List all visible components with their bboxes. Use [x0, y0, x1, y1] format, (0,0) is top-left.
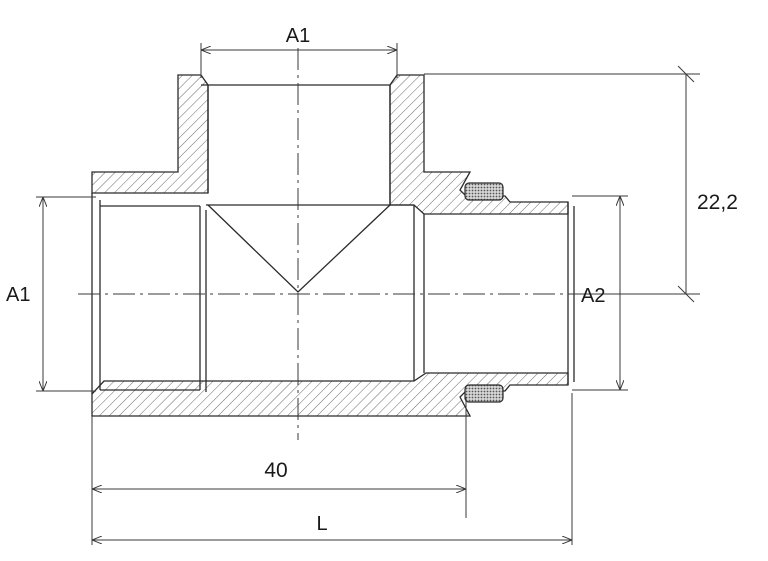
dimension-labels: A1 A1 A2 22,2 40 L: [6, 25, 738, 535]
label-length-40: 40: [264, 459, 287, 482]
lower-o-ring: [464, 384, 504, 403]
label-top-a1: A1: [286, 25, 310, 47]
internal-outlines: [91, 84, 575, 394]
center-lines: [78, 48, 582, 440]
upper-o-ring: [464, 182, 504, 201]
label-length-l: L: [316, 513, 327, 535]
label-left-a1: A1: [6, 284, 30, 306]
label-right-a2: A2: [581, 285, 605, 307]
body-cross-section: [91, 74, 569, 417]
label-height: 22,2: [697, 191, 738, 214]
dimension-lines: [36, 43, 700, 545]
top-left-wall: [91, 74, 209, 194]
seal-rings: [464, 182, 504, 403]
